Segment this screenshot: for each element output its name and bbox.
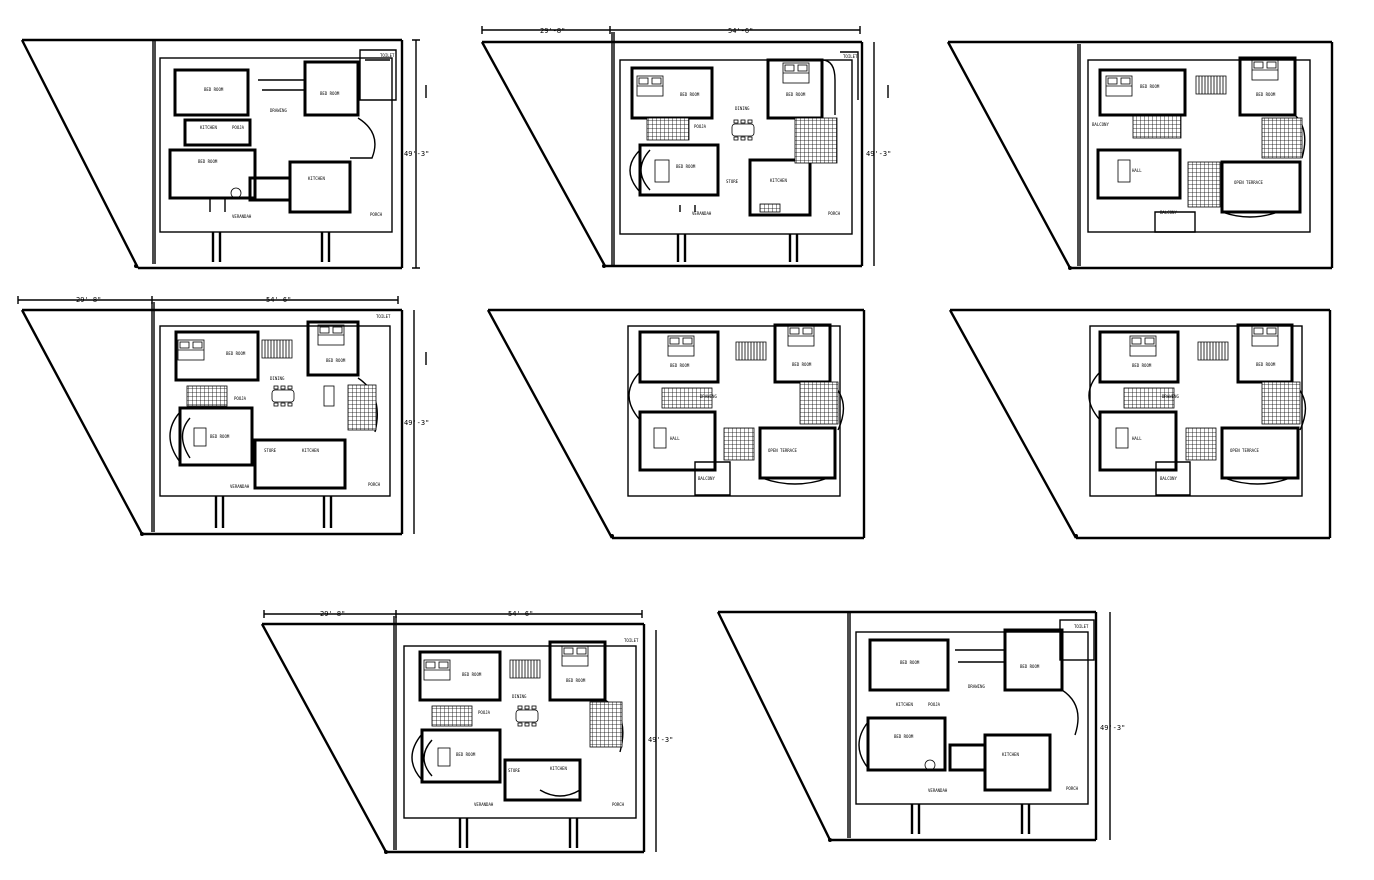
plan6-hall-label: HALL [1132, 436, 1142, 441]
plan2-verandah-label: VERANDAH [692, 211, 712, 216]
plan8-bed-room-2-label: BED ROOM [1020, 664, 1040, 669]
plan4-dining-label: DINING [270, 376, 285, 381]
plan6-open-terrace-label: OPEN TERRACE [1230, 448, 1259, 453]
plan2-kitchen-label: KITCHEN [770, 178, 787, 183]
plan4-toilet-label: TOILET [376, 314, 391, 319]
plan7-store-label: STORE [508, 768, 521, 773]
plan8-drawing-label: DRAWING [968, 684, 985, 689]
plan2-pooja-label: POOJA [694, 124, 707, 129]
plan1-pooja-label: POOJA [232, 125, 245, 130]
plan4-bed-room-2-label: BED ROOM [326, 358, 346, 363]
plan8-verandah-label: VERANDAH [928, 788, 948, 793]
plan5-open-terrace-label: OPEN TERRACE [768, 448, 797, 453]
plan-4-ground-floor-furnished-b: 29'-8" 54'-6" BED ROOM BED ROOM DINING P… [17, 296, 429, 536]
plan8-north-marker [828, 838, 832, 842]
plan6-drawing-label: DRAWING [1162, 394, 1179, 399]
plan2-toilet-label: TOILET [843, 54, 858, 59]
plan-8-ground-floor-wall-layout-b: BED ROOM BED ROOM DRAWING KITCHEN POOJA … [716, 610, 1125, 842]
plan8-depth-dim: 49'-3" [1100, 724, 1125, 732]
plan2-porch-label: PORCH [828, 211, 841, 216]
plan6-balcony-label: BALCONY [1160, 476, 1177, 481]
plan4-verandah-label: VERANDAH [230, 484, 250, 489]
plan4-bed-room-3-label: BED ROOM [210, 434, 230, 439]
plan2-north-marker [602, 264, 606, 268]
plan5-bed-room-2-label: BED ROOM [792, 362, 812, 367]
plan3-hall-label: HALL [1132, 168, 1142, 173]
plan1-porch-label: PORCH [370, 212, 383, 217]
plan4-kitchen-label: KITCHEN [302, 448, 319, 453]
plan7-width-dim: 54'-6" [508, 610, 533, 618]
plan3-open-terrace-label: OPEN TERRACE [1234, 180, 1263, 185]
plan6-bed-room-2-label: BED ROOM [1256, 362, 1276, 367]
plan2-setback-dim: 29'-8" [540, 27, 565, 35]
plan7-kitchen-label: KITCHEN [550, 766, 567, 771]
plan5-north-marker [610, 534, 614, 538]
plan4-depth-dim: 49'-3" [404, 419, 429, 427]
plan1-toilet-label: TOILET [380, 53, 395, 58]
plan1-verandah-label: VERANDAH [232, 214, 252, 219]
plan8-pooja-label: POOJA [928, 702, 941, 707]
plan8-bed-room-label: BED ROOM [900, 660, 920, 665]
plan-6-first-floor-furnished-c: BED ROOM BED ROOM DRAWING HALL OPEN TERR… [948, 308, 1332, 540]
plan4-width-dim: 54'-6" [266, 296, 291, 304]
plan8-kitchen-2-label: KITCHEN [1002, 752, 1019, 757]
plan1-bed-room-2-label: BED ROOM [320, 91, 340, 96]
plan4-bed-room-label: BED ROOM [226, 351, 246, 356]
plan7-dining-label: DINING [512, 694, 527, 699]
plan1-bed-room-3-label: BED ROOM [198, 159, 218, 164]
plan2-dining-label: DINING [735, 106, 750, 111]
plan3-bed-room-label: BED ROOM [1140, 84, 1160, 89]
plan5-balcony-label: BALCONY [698, 476, 715, 481]
plan7-bed-room-label: BED ROOM [462, 672, 482, 677]
plan7-north-marker [384, 850, 388, 854]
plan8-porch-label: PORCH [1066, 786, 1079, 791]
plan4-store-label: STORE [264, 448, 277, 453]
plan2-width-dim: 54'-6" [728, 27, 753, 35]
plan8-kitchen-label: KITCHEN [896, 702, 913, 707]
plan7-bed-room-3-label: BED ROOM [456, 752, 476, 757]
plan2-bed-room-3-label: BED ROOM [676, 164, 696, 169]
plan1-depth-dim: 49'-3" [404, 150, 429, 158]
plan2-depth-dim: 49'-3" [866, 150, 891, 158]
plan5-bed-room-label: BED ROOM [670, 363, 690, 368]
plan7-porch-label: PORCH [612, 802, 625, 807]
plan-3-first-floor-furnished: BED ROOM BED ROOM BALCONY HALL OPEN TERR… [946, 40, 1334, 270]
plan4-pooja-label: POOJA [234, 396, 247, 401]
plan5-drawing-label: DRAWING [700, 394, 717, 399]
plan1-drawing-label: DRAWING [270, 108, 287, 113]
plan6-bed-room-label: BED ROOM [1132, 363, 1152, 368]
plan7-verandah-label: VERANDAH [474, 802, 494, 807]
plan1-kitchen-label: KITCHEN [200, 125, 217, 130]
plan7-depth-dim: 49'-3" [648, 736, 673, 744]
plan-5-first-floor-furnished-b: BED ROOM BED ROOM DRAWING HALL OPEN TERR… [486, 308, 866, 540]
plan4-porch-label: PORCH [368, 482, 381, 487]
plan3-balcony-2-label: BALCONY [1160, 210, 1177, 215]
plan2-bed-room-2-label: BED ROOM [786, 92, 806, 97]
plan7-bed-room-2-label: BED ROOM [566, 678, 586, 683]
plan4-setback-dim: 29'-8" [76, 296, 101, 304]
plan-1-ground-floor-wall-layout: BED ROOM BED ROOM DRAWING KITCHEN POOJA … [20, 38, 429, 270]
plan7-setback-dim: 29'-8" [320, 610, 345, 618]
plan1-north-marker [134, 264, 138, 268]
plan7-pooja-label: POOJA [478, 710, 491, 715]
plan3-balcony-label: BALCONY [1092, 122, 1109, 127]
plan2-bed-room-label: BED ROOM [680, 92, 700, 97]
plan1-kitchen-2-label: KITCHEN [308, 176, 325, 181]
plan-2-ground-floor-furnished: 29'-8" 54'-6" BED ROOM BED ROOM DINING P… [480, 26, 891, 268]
plan-7-ground-floor-furnished-c: 29'-8" 54'-6" BED ROOM BED ROOM DINING P… [260, 610, 673, 854]
plan3-north-marker [1068, 266, 1072, 270]
plan8-toilet-label: TOILET [1074, 624, 1089, 629]
plan7-toilet-label: TOILET [624, 638, 639, 643]
plan3-bed-room-2-label: BED ROOM [1256, 92, 1276, 97]
plan5-hall-label: HALL [670, 436, 680, 441]
plan1-bed-room-label: BED ROOM [204, 87, 224, 92]
plan8-bed-room-3-label: BED ROOM [894, 734, 914, 739]
plan4-north-marker [140, 532, 144, 536]
plan2-store-label: STORE [726, 179, 739, 184]
plan6-north-marker [1074, 534, 1078, 538]
